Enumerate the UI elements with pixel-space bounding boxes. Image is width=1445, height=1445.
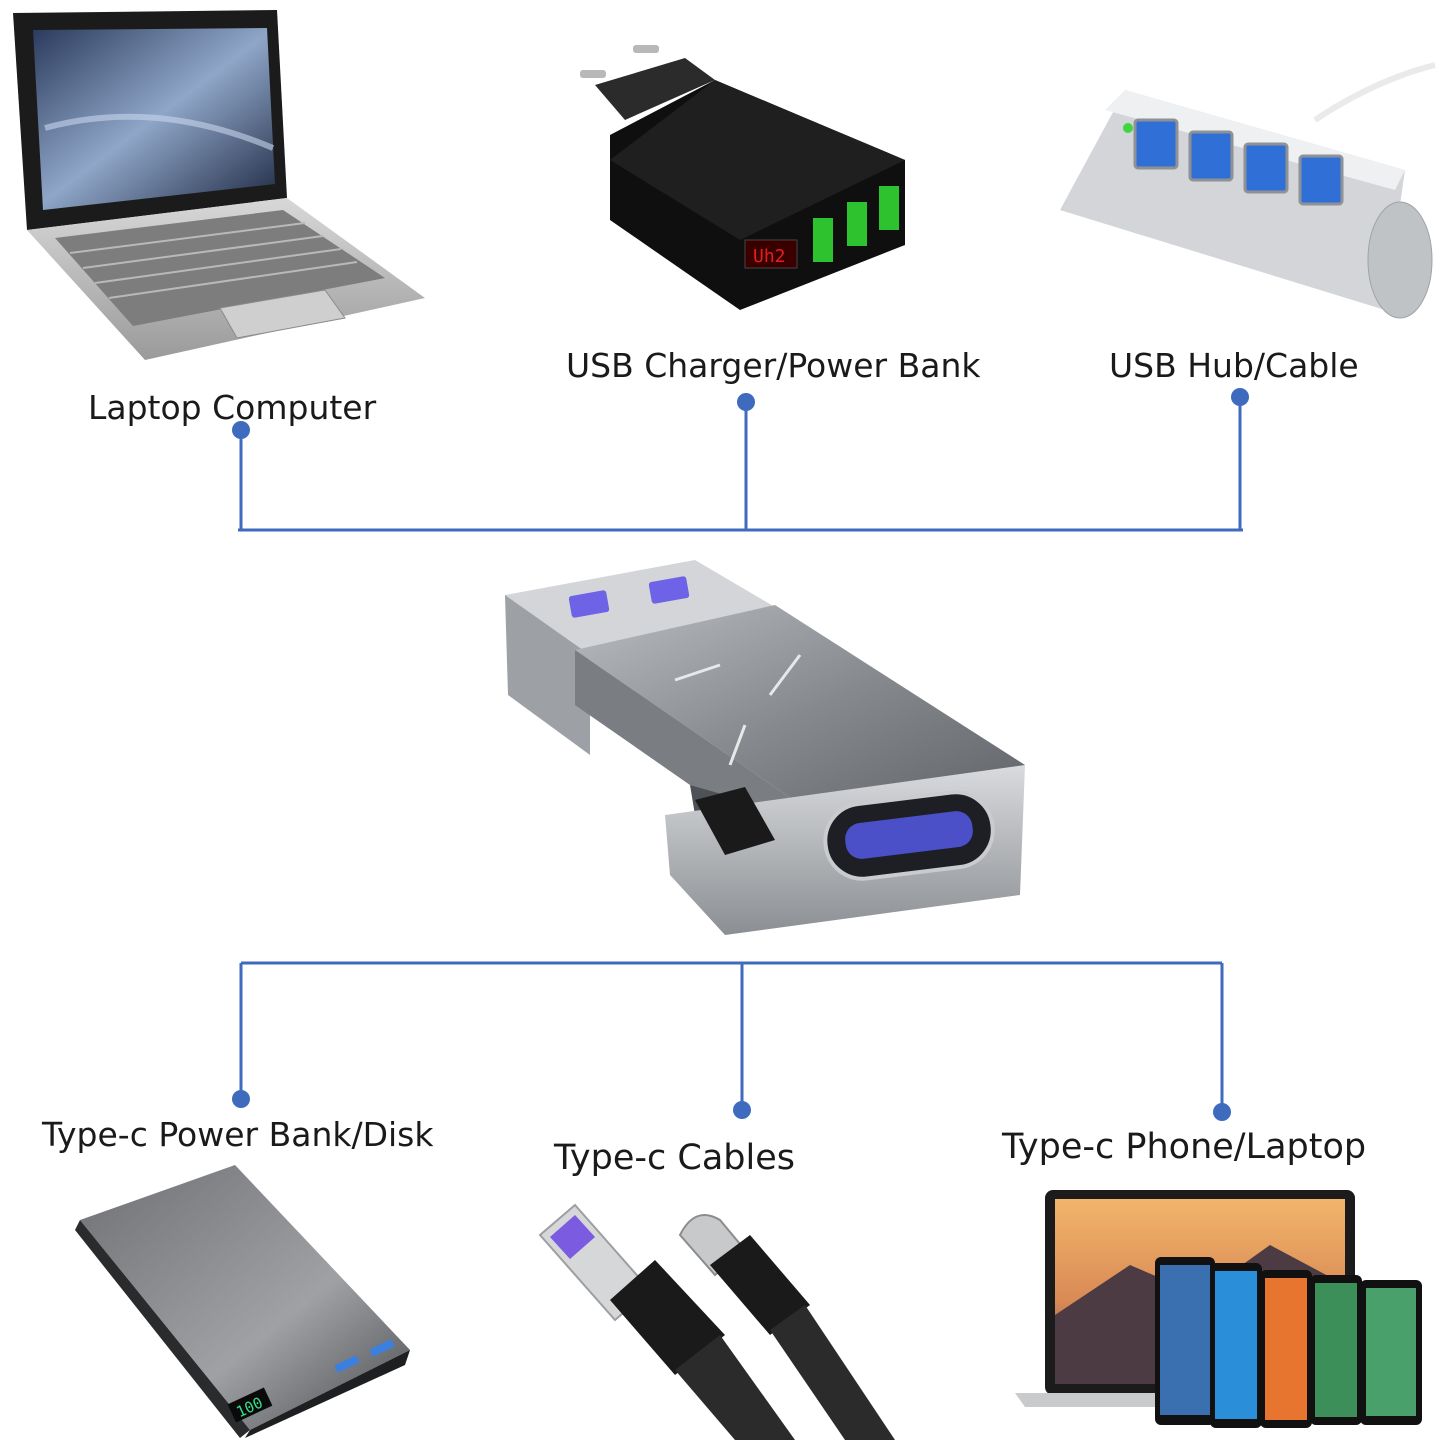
type-c-cables-icon xyxy=(538,1203,895,1440)
dot-hub xyxy=(1231,388,1249,406)
dot-cables xyxy=(733,1101,751,1119)
laptop-computer-label: Laptop Computer xyxy=(88,388,377,427)
phone-laptop-label: Type-c Phone/Laptop xyxy=(1002,1127,1367,1167)
dot-charger xyxy=(737,393,755,411)
laptop-icon xyxy=(13,10,425,360)
usb-charger-label: USB Charger/Power Bank xyxy=(566,346,981,385)
dot-phone-laptop xyxy=(1213,1103,1231,1121)
usb-charger-icon: Uh2 xyxy=(580,45,905,310)
power-bank-icon: 100 xyxy=(75,1165,410,1438)
phone-laptop-icon xyxy=(1015,1190,1422,1428)
usb-hub-label: USB Hub/Cable xyxy=(1109,346,1359,385)
type-c-cables-label: Type-c Cables xyxy=(554,1138,795,1178)
power-bank-label: Type-c Power Bank/Disk xyxy=(42,1115,434,1154)
svg-text:Uh2: Uh2 xyxy=(753,246,786,267)
usb-hub-icon xyxy=(1060,62,1436,319)
dot-laptop xyxy=(232,421,250,439)
dot-power-bank xyxy=(232,1090,250,1108)
usb-a-to-type-c-adapter-icon xyxy=(505,560,1025,935)
